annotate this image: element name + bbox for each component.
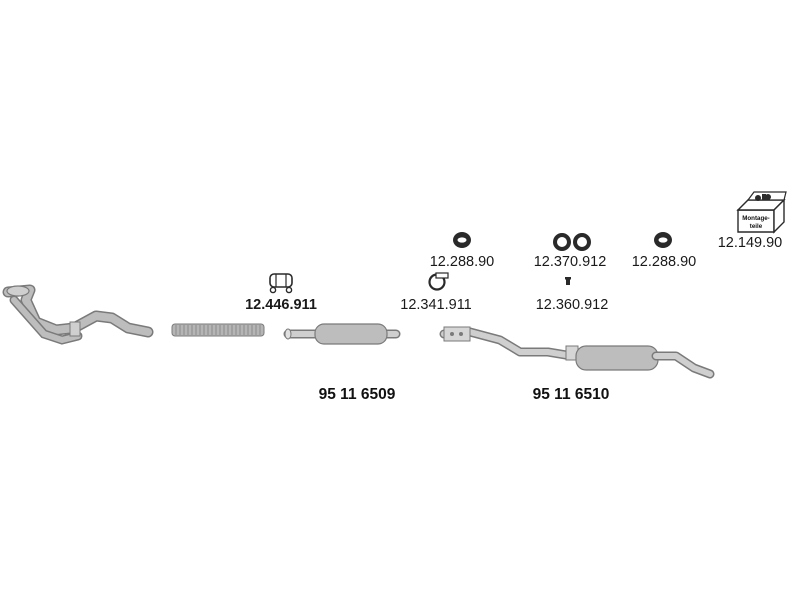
rubber-mount-icon bbox=[654, 232, 672, 248]
rubber-mount-icon bbox=[453, 232, 471, 248]
part-code-rear-silencer: 95 11 6510 bbox=[532, 386, 610, 403]
rubber-rings-icon bbox=[553, 233, 591, 251]
fitting-code-rubber-mount-2: 12.288.90 bbox=[631, 254, 697, 270]
mounting-kit-box-text-1: Montage- bbox=[742, 215, 770, 222]
fitting-code-mounting-kit: 12.149.90 bbox=[717, 235, 783, 251]
fitting-code-clip: 12.341.911 bbox=[400, 297, 472, 313]
fitting-code-bolt: 12.360.912 bbox=[535, 297, 609, 313]
fitting-code-clamp: 12.446.911 bbox=[245, 297, 317, 313]
mounting-kit-box-icon: Montage- teile bbox=[736, 191, 787, 234]
middle-silencer bbox=[283, 323, 401, 345]
flexible-pipe bbox=[171, 323, 265, 337]
clip-ring-icon bbox=[428, 272, 449, 291]
part-code-middle-silencer: 95 11 6509 bbox=[318, 386, 396, 403]
fitting-code-rubber-rings: 12.370.912 bbox=[533, 254, 607, 270]
front-pipe bbox=[2, 284, 154, 345]
pipe-clamp-icon bbox=[269, 273, 293, 294]
mounting-kit-box-text-2: teile bbox=[750, 223, 763, 230]
rear-silencer bbox=[439, 326, 715, 379]
fitting-code-rubber-mount-1: 12.288.90 bbox=[429, 254, 495, 270]
bolt-icon bbox=[565, 277, 571, 285]
